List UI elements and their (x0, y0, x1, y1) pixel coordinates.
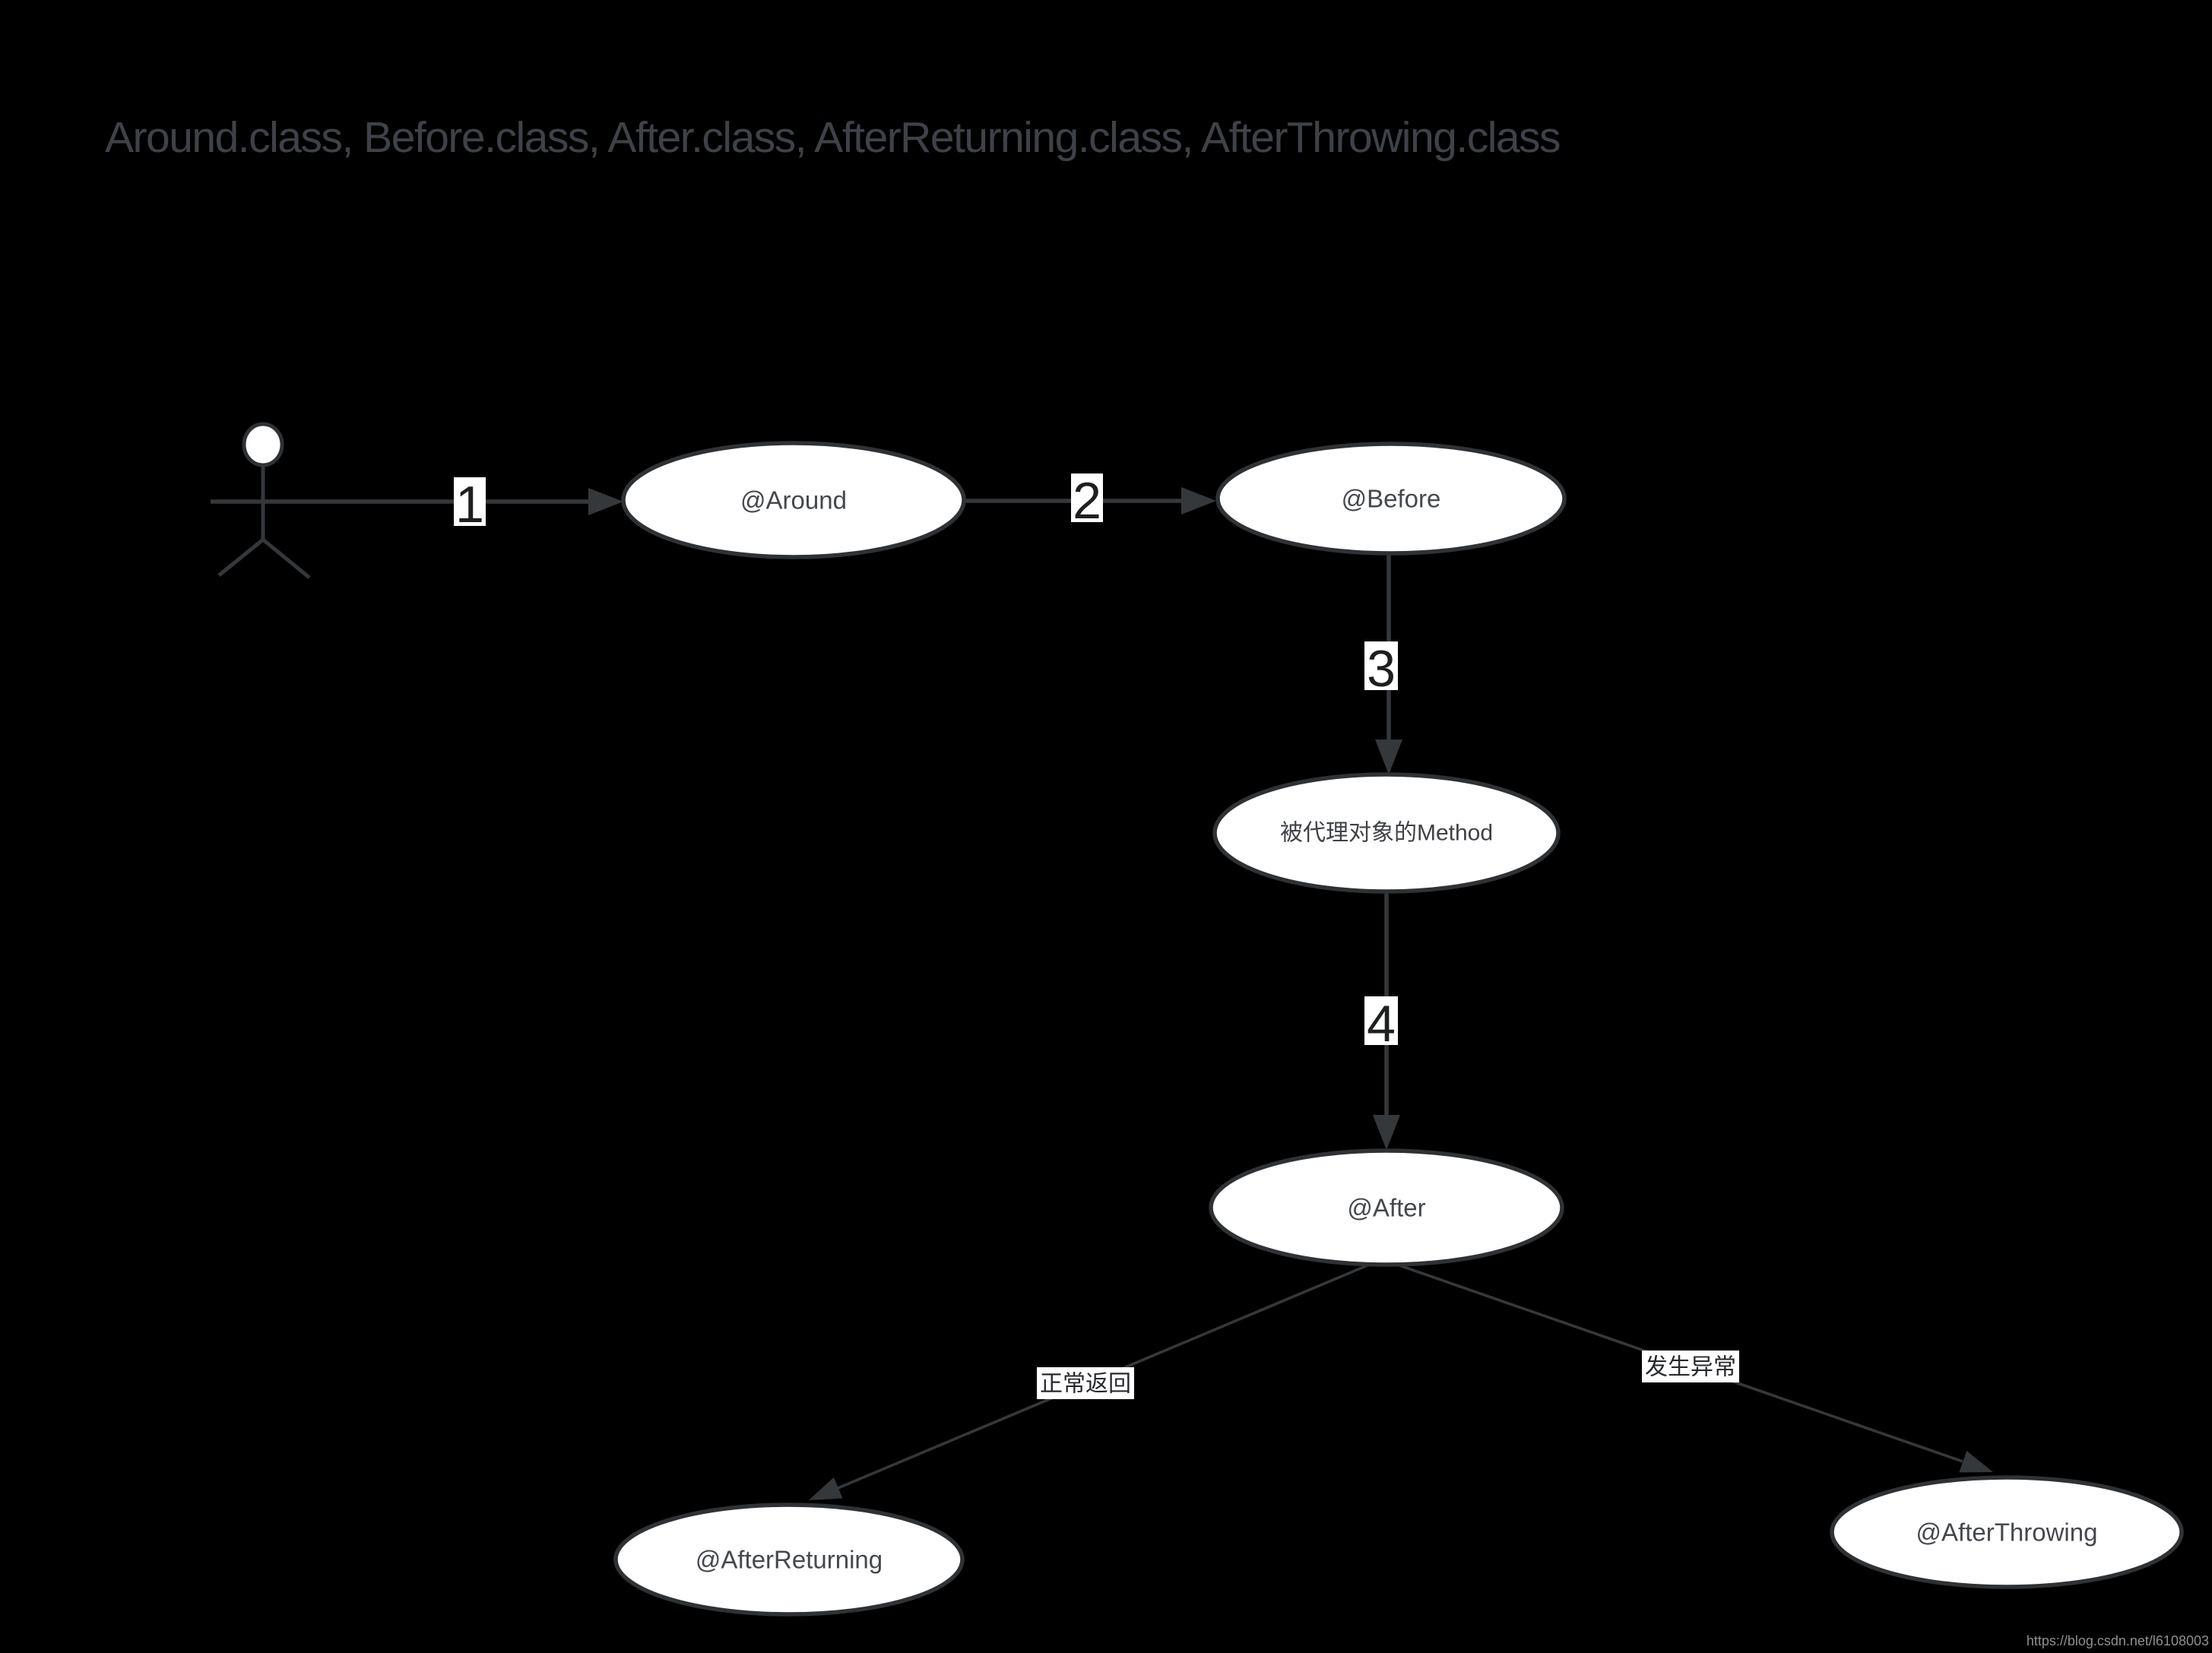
user-actor-icon (217, 422, 311, 579)
actor-left-leg (217, 538, 265, 577)
edge-label-bg (1071, 473, 1103, 522)
edge-label-normal-return: 正常返回 (1037, 1367, 1134, 1399)
node-label: 被代理对象的Method (1280, 821, 1493, 846)
node-after-returning: @AfterReturning (613, 1503, 965, 1617)
node-before: @Before (1215, 442, 1567, 556)
edge-label-bg (1642, 1351, 1739, 1382)
arrowhead-icon (588, 488, 623, 515)
edge-label-2: 2 (1071, 472, 1103, 530)
arrowhead-icon (1181, 487, 1216, 515)
edge-label-bg (454, 477, 486, 526)
node-label: @AfterThrowing (1916, 1518, 2098, 1547)
node-ellipse (613, 1503, 965, 1617)
edge-label-4: 4 (1364, 995, 1398, 1053)
edge-label-text: 正常返回 (1040, 1372, 1131, 1397)
actor-head (242, 422, 284, 467)
node-around: @Around (621, 441, 966, 559)
node-after-throwing: @AfterThrowing (1830, 1475, 2184, 1589)
node-label: @Before (1342, 485, 1441, 513)
arrowhead-icon (1959, 1451, 1993, 1473)
node-proxied-method: 被代理对象的Method (1212, 772, 1561, 894)
edge-label-text: 发生异常 (1645, 1355, 1736, 1380)
node-ellipse (1212, 772, 1561, 894)
node-after: @After (1209, 1148, 1564, 1267)
node-ellipse (1830, 1475, 2184, 1589)
edge-label-text: 1 (455, 476, 484, 534)
arrowhead-icon (809, 1477, 843, 1500)
arrowhead-icon (1375, 739, 1402, 774)
node-label: @AfterReturning (696, 1546, 883, 1574)
edge-label-exception: 发生异常 (1642, 1351, 1739, 1382)
edge-label-bg (1364, 996, 1398, 1045)
edge-label-text: 3 (1367, 640, 1396, 698)
edge-label-bg (1037, 1367, 1134, 1399)
edge-label-text: 2 (1073, 472, 1101, 530)
node-ellipse (1215, 442, 1567, 556)
node-ellipse (1209, 1148, 1564, 1267)
edge-label-1: 1 (454, 476, 486, 534)
actor-right-leg (261, 538, 311, 579)
edge-label-text: 4 (1367, 995, 1396, 1053)
node-ellipse (621, 441, 966, 559)
watermark-url: https://blog.csdn.net/l6108003 (2026, 1633, 2209, 1648)
arrowhead-icon (1373, 1115, 1400, 1150)
edge-label-3: 3 (1364, 640, 1398, 698)
edge-label-bg (1364, 641, 1398, 690)
edge-actor-to-around (211, 488, 623, 515)
node-label: @After (1347, 1194, 1425, 1222)
node-label: @Around (740, 486, 847, 515)
page-title: Around.class, Before.class, After.class,… (105, 113, 1561, 162)
